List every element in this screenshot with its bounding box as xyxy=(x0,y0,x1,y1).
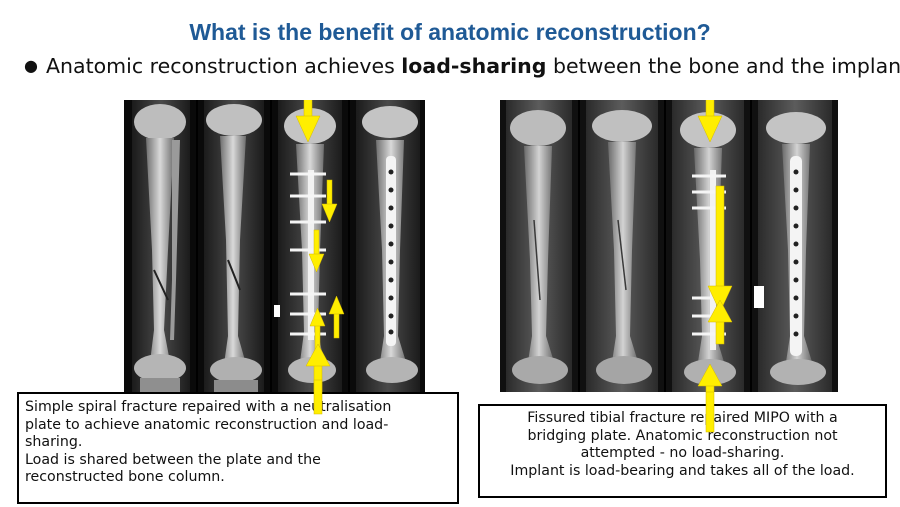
caption-line: attempted - no load-sharing. xyxy=(580,445,785,461)
bullet-text-start: Anatomic reconstruction achieves xyxy=(46,54,402,78)
caption-line: sharing. xyxy=(25,434,83,450)
bullet-text-emphasis: load-sharing xyxy=(401,54,547,78)
bridging-plate-lateral xyxy=(790,156,802,356)
load-arrow-icon xyxy=(309,307,326,351)
xray-panel-postop-lateral xyxy=(752,100,838,392)
xray-panel-postop-ap xyxy=(666,100,750,392)
load-arrow-icon xyxy=(328,295,345,339)
xray-panel-postop-lateral xyxy=(350,100,425,392)
slide-title: What is the benefit of anatomic reconstr… xyxy=(189,19,711,45)
left-radiograph-svg xyxy=(124,100,425,392)
load-arrows-left xyxy=(295,100,345,392)
bone-plate-lateral xyxy=(386,156,396,346)
load-arrow-icon xyxy=(707,185,733,313)
caption-line: Implant is load-bearing and takes all of… xyxy=(510,462,855,479)
load-arrow-icon xyxy=(308,229,325,273)
caption-line: Simple spiral fracture repaired with a n… xyxy=(25,399,392,415)
bullet-icon: ● xyxy=(24,56,38,75)
left-radiograph-figure xyxy=(124,100,425,392)
load-arrow-icon xyxy=(697,363,723,392)
load-arrows-right xyxy=(697,100,733,392)
xray-panel-preop-ap xyxy=(124,100,196,392)
load-arrow-icon xyxy=(295,100,321,143)
load-arrow-icon xyxy=(705,391,715,433)
bridging-plate xyxy=(710,170,716,350)
bullet-text-end: between the bone and the implant xyxy=(546,54,900,78)
caption-line: Fissured tibial fracture repaired MIPO w… xyxy=(527,410,838,426)
caption-load-bearing: Fissured tibial fracture repaired MIPO w… xyxy=(478,404,887,498)
caption-load-sharing: Simple spiral fracture repaired with a n… xyxy=(17,392,459,504)
caption-line: reconstructed bone column. xyxy=(25,469,225,485)
right-radiograph-svg xyxy=(500,100,838,392)
load-arrow-icon xyxy=(707,299,733,345)
xray-panel-preop-ap xyxy=(500,100,578,392)
load-arrow-icon xyxy=(321,179,338,223)
xray-panel-preop-lateral xyxy=(198,100,270,392)
load-arrow-icon xyxy=(697,100,723,143)
bullet-point: ● Anatomic reconstruction achieves load-s… xyxy=(24,54,900,78)
right-radiograph-figure xyxy=(500,100,838,392)
load-arrow-icon xyxy=(313,379,323,415)
caption-line: Load is shared between the plate and the xyxy=(25,451,321,468)
caption-line: bridging plate. Anatomic reconstruction … xyxy=(527,427,838,444)
xray-panel-preop-lateral xyxy=(580,100,664,392)
caption-line: plate to achieve anatomic reconstruction… xyxy=(25,416,389,433)
